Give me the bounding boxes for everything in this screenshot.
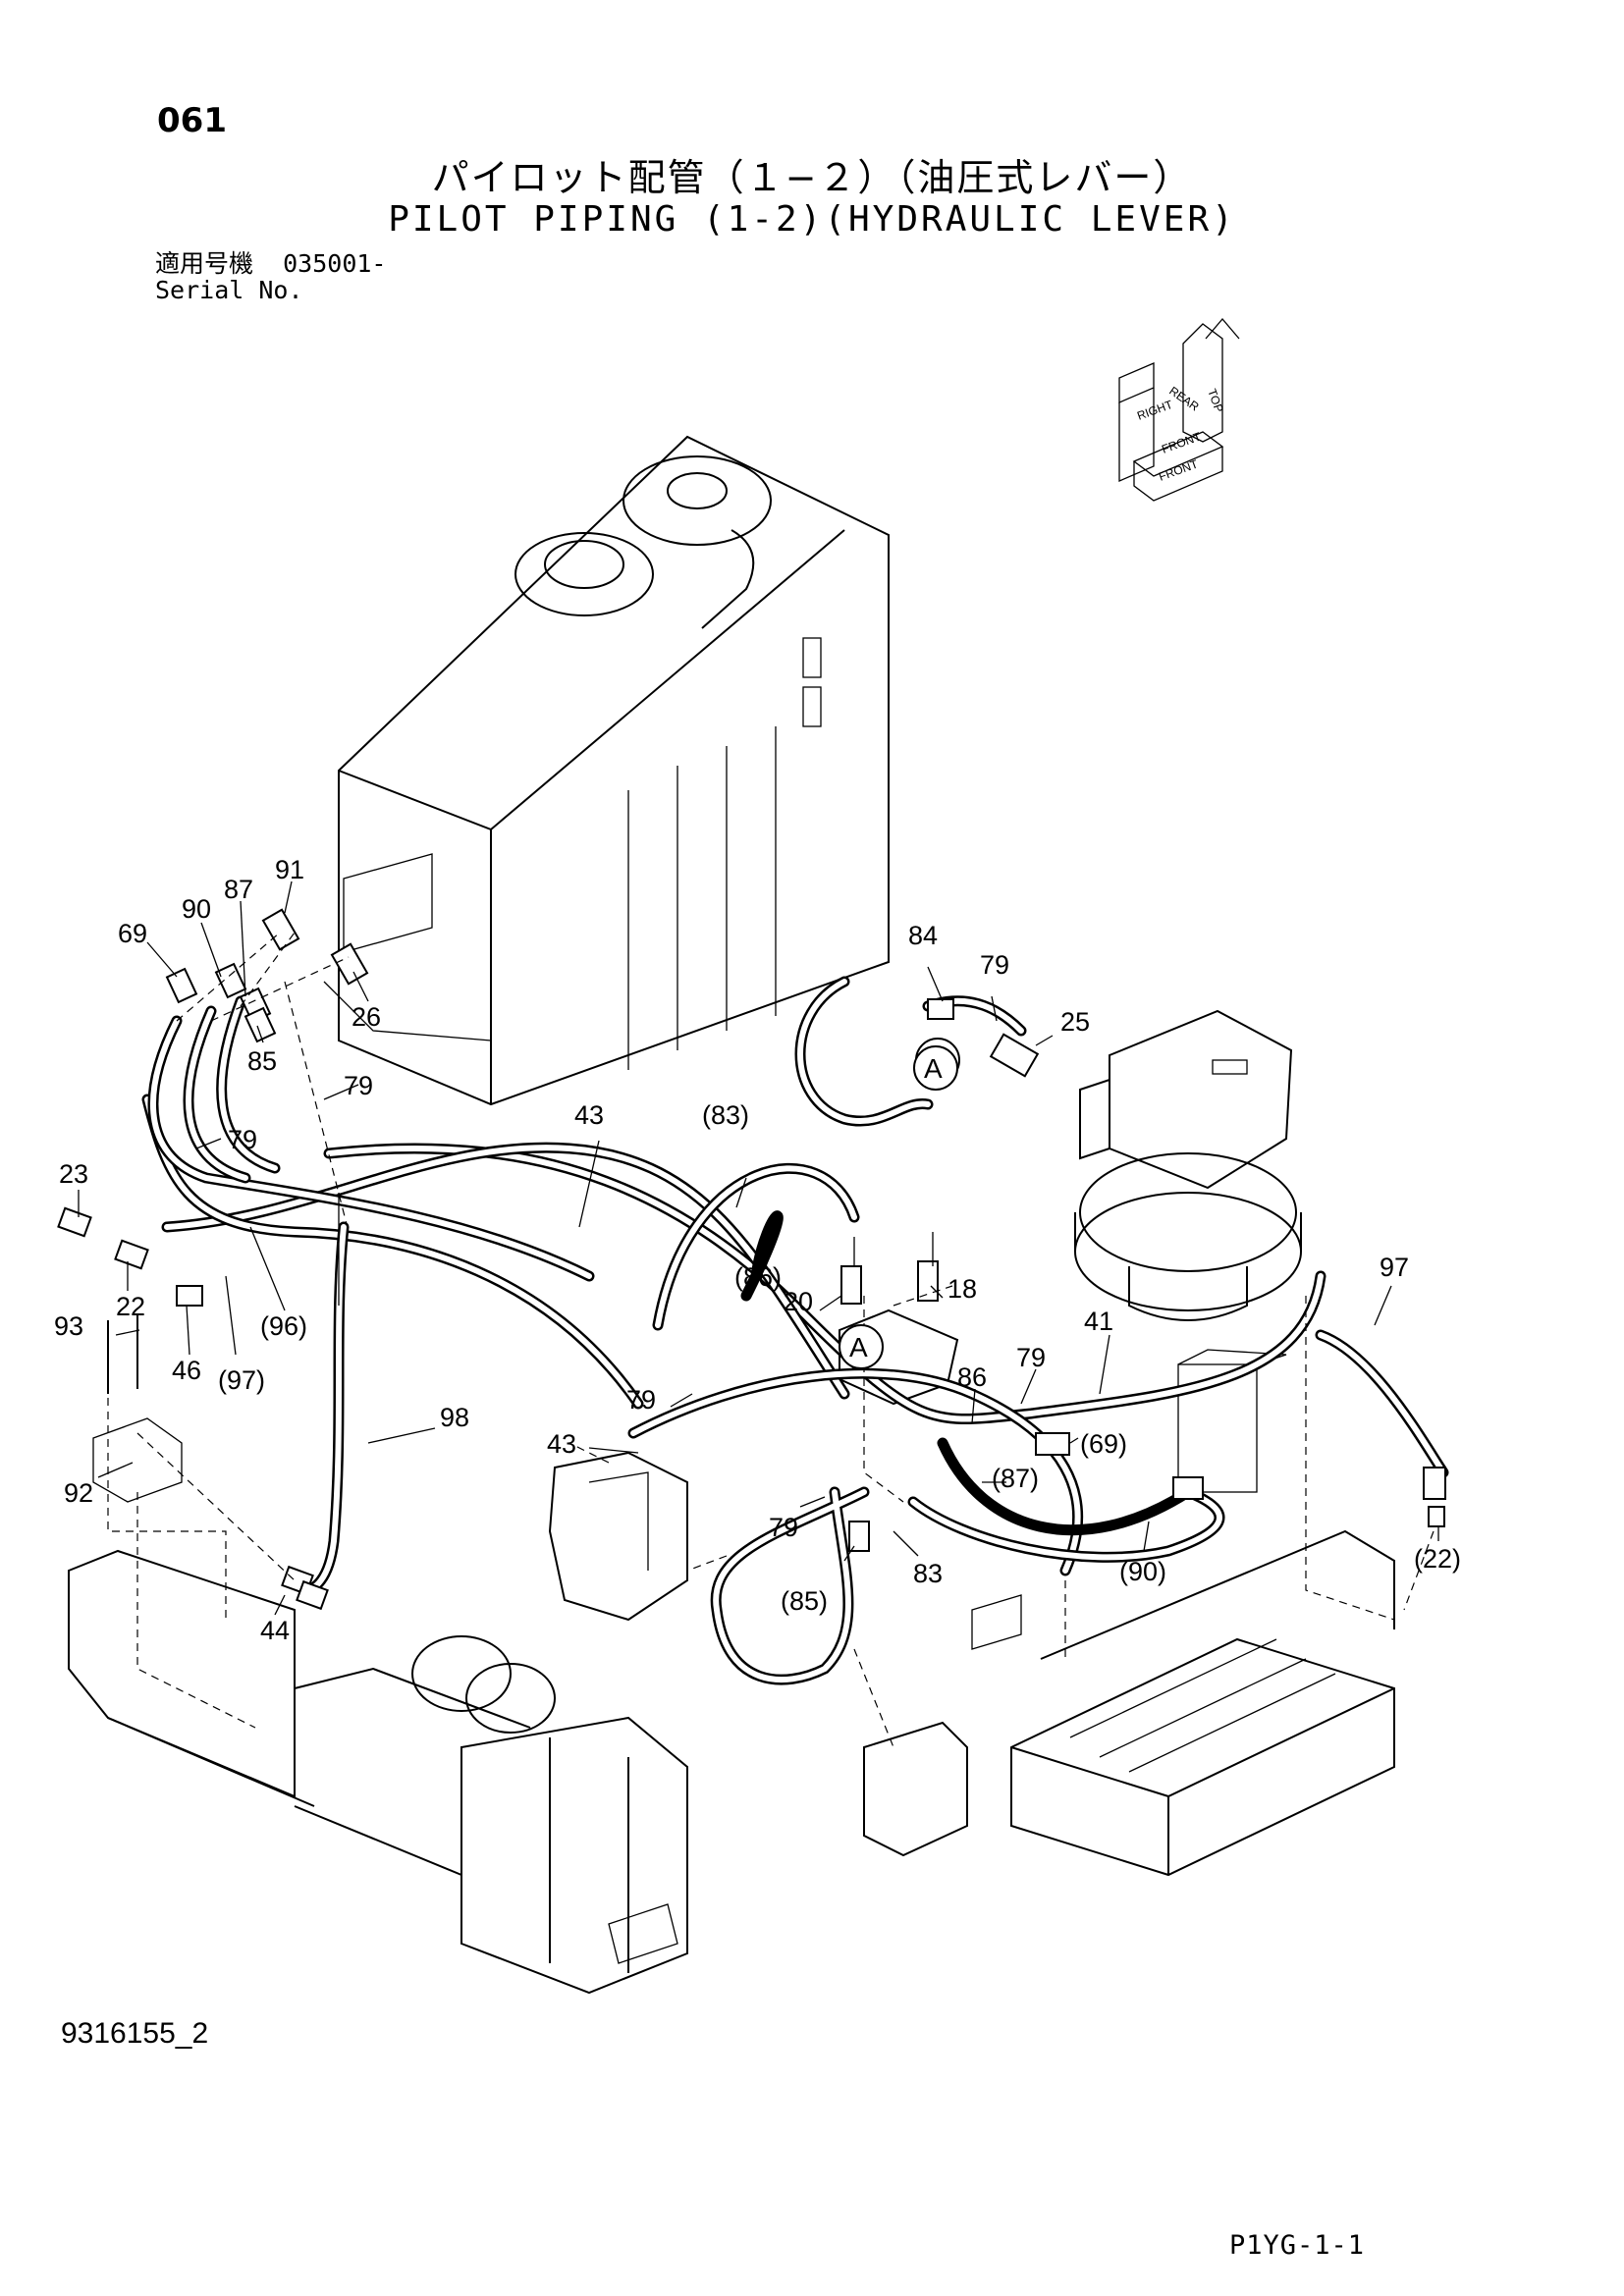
callout-26: 26 [352, 1002, 381, 1032]
callout-97-paren: (97) [218, 1365, 265, 1395]
callout-20: 20 [784, 1287, 813, 1316]
callout-85-paren: (85) [781, 1586, 828, 1616]
hydraulic-tank [323, 435, 890, 1106]
serial-value: 035001- [283, 249, 387, 278]
callout-23: 23 [59, 1159, 88, 1189]
callout-79-a: 79 [344, 1071, 373, 1100]
swing-motor [1074, 1009, 1302, 1321]
svg-text:A: A [924, 1053, 943, 1084]
icon-label-right: RIGHT [1135, 398, 1174, 423]
callout-84: 84 [908, 921, 938, 950]
callout-41-a: 41 [1084, 1307, 1113, 1336]
callout-44: 44 [260, 1616, 290, 1645]
callout-83: 83 [913, 1559, 943, 1588]
callout-43-a: 43 [574, 1100, 604, 1130]
callout-92: 92 [64, 1478, 93, 1508]
serial-label-en: Serial No. [155, 276, 303, 304]
callout-86-paren: (86) [734, 1262, 782, 1292]
callout-93: 93 [54, 1311, 83, 1341]
hoses [141, 976, 1449, 1685]
callout-22-paren: (22) [1414, 1544, 1461, 1574]
callout-90: 90 [182, 894, 211, 924]
callout-leaders [78, 881, 1439, 1616]
callout-79-b: 79 [228, 1125, 257, 1154]
callout-86: 86 [957, 1362, 987, 1392]
fittings [57, 908, 1446, 1611]
serial-label-jp: 適用号機 [155, 249, 254, 278]
title-japanese: パイロット配管（１−２）（油圧式レバー） [431, 156, 1193, 199]
callout-69-paren: (69) [1080, 1429, 1127, 1459]
callout-79-e: 79 [626, 1385, 656, 1415]
page-number: 061 [157, 101, 227, 140]
callout-18: 18 [947, 1274, 977, 1304]
reference-circle-a: A A [839, 1045, 958, 1369]
callout-43-b: 43 [547, 1429, 576, 1459]
callout-22: 22 [116, 1292, 145, 1321]
icon-label-front-2: FRONT [1157, 456, 1200, 484]
callout-91: 91 [275, 855, 304, 884]
callout-46: 46 [172, 1356, 201, 1385]
callout-69: 69 [118, 919, 147, 948]
callout-83-paren: (83) [702, 1100, 749, 1130]
callout-85: 85 [247, 1046, 277, 1076]
callout-97: 97 [1380, 1253, 1409, 1282]
callout-labels: 91 90 87 69 26 85 79 79 23 22 93 46 (96)… [54, 855, 1461, 1645]
upperstructure-frame [68, 1549, 688, 1995]
svg-text:A: A [849, 1332, 868, 1362]
page-code: P1YG-1-1 [1229, 2230, 1366, 2261]
icon-label-front: FRONT [1160, 429, 1203, 456]
callout-25: 25 [1060, 1007, 1090, 1037]
serial-block: 適用号機 035001- Serial No. [155, 250, 386, 303]
control-valve [1010, 1349, 1395, 1877]
drawing-number: 9316155_2 [61, 2017, 209, 2050]
title-english: PILOT PIPING (1-2)(HYDRAULIC LEVER) [388, 199, 1236, 240]
callout-79-f: 79 [769, 1513, 798, 1542]
callout-87-paren: (87) [992, 1464, 1039, 1493]
orientation-icon: TOP REAR RIGHT FRONT FRONT [1118, 317, 1240, 502]
callout-79-d: 79 [1016, 1343, 1046, 1372]
callout-98: 98 [440, 1403, 469, 1432]
callout-79-c: 79 [980, 950, 1009, 980]
callout-90-paren: (90) [1119, 1557, 1166, 1586]
callout-87: 87 [224, 875, 253, 904]
callout-96: (96) [260, 1311, 307, 1341]
